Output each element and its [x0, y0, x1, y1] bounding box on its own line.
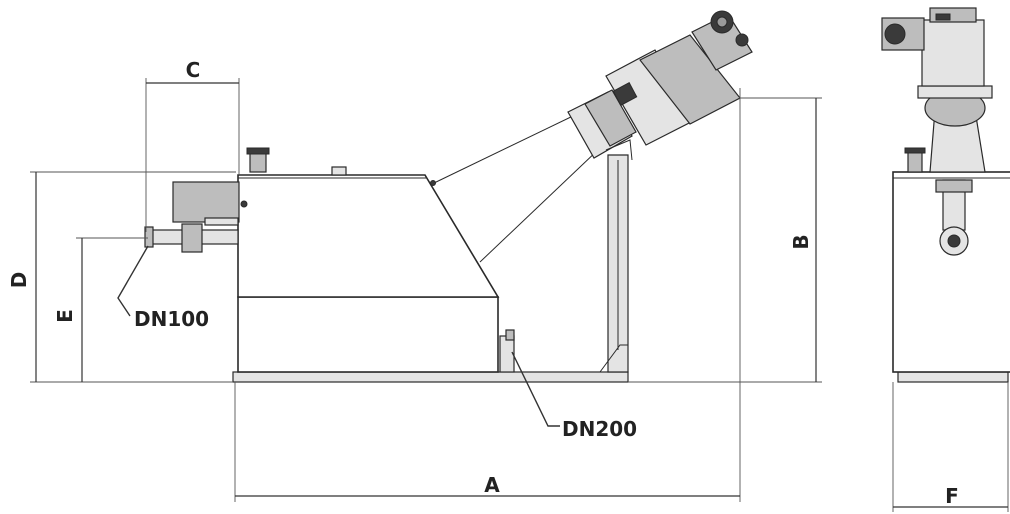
- top-fitting-cap: [246, 147, 270, 155]
- conveyor-junction: [430, 180, 436, 186]
- base-plate: [232, 371, 629, 383]
- level-indicator: [240, 200, 248, 208]
- motor-fan-inner: [716, 16, 728, 28]
- outlet-pipe: [499, 335, 515, 373]
- front-conveyor-collar: [917, 85, 993, 99]
- front-inlet-collar: [935, 179, 973, 193]
- conveyor-tube-bottom: [479, 147, 601, 263]
- conveyor-collar: [584, 89, 637, 147]
- label-c: C: [186, 58, 201, 82]
- leader-dn200: [511, 351, 560, 427]
- inlet-valve: [181, 223, 203, 253]
- front-base: [897, 371, 1009, 383]
- front-gearbox: [921, 19, 985, 87]
- front-motor-fan: [884, 23, 906, 45]
- side-view: [144, 10, 753, 383]
- label-inlet: DN100: [134, 307, 209, 331]
- tank-lower-section: [237, 296, 499, 373]
- label-d: D: [7, 272, 31, 289]
- inlet-housing-flange: [204, 217, 239, 226]
- vent-cap: [331, 166, 347, 176]
- support-top-bracket: [605, 139, 633, 161]
- front-gearbox-window: [935, 13, 951, 21]
- label-e: E: [53, 309, 77, 323]
- front-view: [881, 7, 1010, 383]
- inlet-pipe-flange: [144, 226, 154, 248]
- gearbox-window: [612, 82, 638, 106]
- tank-upper-section: [237, 174, 500, 298]
- label-b: B: [789, 234, 813, 249]
- label-f: F: [945, 484, 959, 508]
- motor-terminal: [735, 33, 749, 47]
- conveyor-tube-top: [431, 114, 576, 185]
- dimension-lines: [30, 78, 1009, 512]
- support-brace: [599, 344, 628, 373]
- leader-dn100: [117, 245, 149, 317]
- label-outlet: DN200: [562, 417, 637, 441]
- front-inlet-bore: [947, 234, 961, 248]
- front-side-fitting-cap: [904, 147, 926, 154]
- outlet-flange: [505, 329, 515, 341]
- label-a: A: [484, 473, 500, 497]
- inlet-housing: [172, 181, 240, 223]
